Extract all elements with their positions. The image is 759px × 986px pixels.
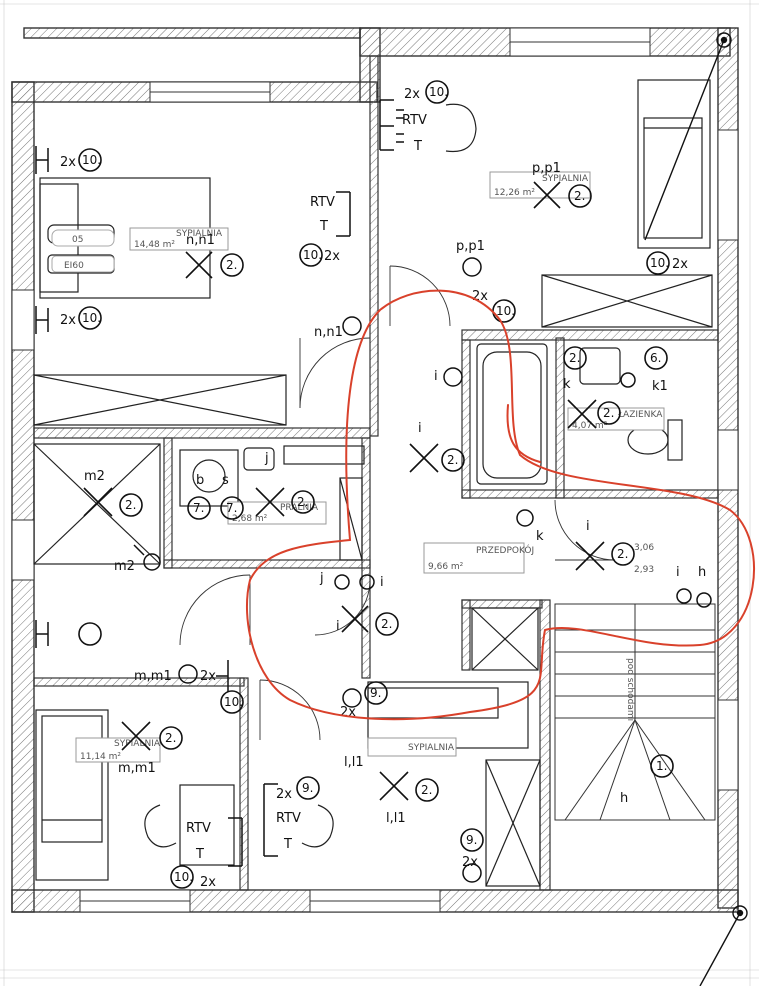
symbol-label-s-2x10-a: 2x [60,155,76,170]
symbol-label-c-7-a: 7. [193,501,204,515]
symbol-label-m2-a: m2 [84,469,105,484]
symbol-label-c-10-a: 10. [82,153,101,167]
symbol-label-i-e: i [586,519,590,534]
symbol-label-c-2-d: 2. [569,351,580,365]
room-area-wc: 2,68 m² [232,514,268,524]
symbol-label-i-d: i [336,619,340,634]
symbol-label-i-b: i [418,421,422,436]
room-area-bedroom2: 12,26 m² [494,188,535,198]
symbol-label-t-a: T [413,139,422,154]
symbol-label-c-2-g: 2. [297,495,308,509]
symbol-label-c-9-a: 9. [370,686,381,700]
symbol-label-c-9-c: 9. [466,833,477,847]
room-name-bedroom3: SYPIALNIA [114,739,161,749]
symbol-label-level-b: 2,93 [634,565,654,575]
symbol-label-s-2x-k: 2x [462,855,478,870]
symbol-label-c-10-c: 10. [429,85,448,99]
symbol-label-c-2-i: 2. [617,547,628,561]
interior-walls [33,55,719,891]
symbol-label-c-2-k: 2. [421,783,432,797]
windows [11,27,739,913]
symbol-label-pp1-a: p,p1 [532,161,561,176]
symbol-label-rtv-d: RTV [186,821,211,836]
door-label-top: 05 [72,235,83,245]
symbol-label-s-lbl: s [222,473,229,488]
symbol-label-k-b: k [536,529,544,544]
symbol-label-c-6: 6. [650,351,661,365]
symbol-label-i-a: i [434,369,438,384]
stair-note: pod schodami [625,658,635,721]
symbol-label-c-10-b: 10. [82,311,101,325]
symbol-label-i-c: i [380,575,384,590]
symbol-label-j-b: j [319,571,324,586]
symbol-label-k-a: k [563,377,571,392]
symbol-label-s-2x10-b: 2x [60,313,76,328]
symbol-label-j-a: j [264,451,269,466]
symbol-label-c-10-g: 10. [224,695,243,709]
symbol-label-s-2x10-c: 2x [404,87,420,102]
room-name-hall: PRZEDPOKÓJ [476,544,534,556]
symbol-label-i-f: i [676,565,680,580]
room-name-bedroom4: SYPIALNIA [408,743,455,753]
symbol-label-ll1-b: l,l1 [386,811,406,826]
symbol-label-s-2x-d: 2x [324,249,340,264]
room-area-bedroom3: 11,14 m² [80,752,121,762]
electrical-symbols [35,80,712,889]
symbol-label-s-2x-f: 2x [672,257,688,272]
room-name-bedroom2: SYPIALNIA [542,174,589,184]
symbol-label-c-2-e: 2. [603,406,614,420]
red-markup-loop [246,289,755,721]
symbol-label-c-2-f: 2. [125,498,136,512]
symbol-label-pp1-b: p,p1 [456,239,485,254]
symbol-label-c-2-b: 2. [574,189,585,203]
door-label-ei60: EI60 [64,261,84,271]
room-name-bedroom1: SYPIALNIA [176,229,223,239]
symbol-label-c-10-e: 10. [496,304,515,318]
symbol-label-m2-b: m2 [114,559,135,574]
symbol-label-rtv-a: RTV [402,113,427,128]
symbol-label-rtv-c: RTV [276,811,301,826]
symbol-label-c-10-h: 10. [174,870,193,884]
circuit-circles [78,80,674,889]
symbol-text: 2x 10. 2x 10. 2x 10. RTV T RTV T 10. 2x … [60,85,706,890]
section-lines [644,32,748,986]
symbol-label-h-a: h [698,565,706,580]
symbol-label-c-2-h: 2. [381,617,392,631]
symbol-label-c-2-c: 2. [447,453,458,467]
symbol-label-mm1-b: m,m1 [118,761,156,776]
room-name-wc: PRALNIA [280,503,319,513]
symbol-label-b-lbl: b [196,473,204,488]
symbol-label-mm1-a: m,m1 [134,669,172,684]
room-area-hall: 9,66 m² [428,562,464,572]
light-crosses [83,181,605,801]
symbol-label-t-c: T [283,837,292,852]
symbol-label-c-10-f: 10. [650,256,669,270]
symbol-label-nn1-b: n,n1 [314,325,343,340]
symbol-label-level-a: 3,06 [634,543,654,553]
symbol-label-rtv-b: RTV [310,195,335,210]
symbol-label-s-2x-g: 2x [200,669,216,684]
symbol-label-h-b: h [620,791,628,806]
room-area-bedroom1: 14,48 m² [134,240,175,250]
symbol-label-c-9-b: 9. [302,781,313,795]
room-area-bath: 4,07 m² [572,421,608,431]
symbol-label-t-b: T [319,219,328,234]
symbol-label-c-7-b: 7. [226,501,237,515]
symbol-label-c-1: 1. [656,759,667,773]
symbol-label-ll1-a: l,l1 [344,755,364,770]
socket-symbols [35,99,712,883]
symbol-label-s-2x-i: 2x [276,787,292,802]
room-name-bath: ŁAZIENKA [617,410,663,420]
symbol-label-t-d: T [195,847,204,862]
symbol-label-nn1-a: n,n1 [186,233,215,248]
symbol-label-c-2-j: 2. [165,731,176,745]
symbol-label-c-2-a: 2. [226,258,237,272]
symbol-label-k1: k1 [652,379,668,394]
symbol-label-s-2x-j: 2x [200,875,216,890]
symbol-label-c-10-d: 10. [303,248,322,262]
